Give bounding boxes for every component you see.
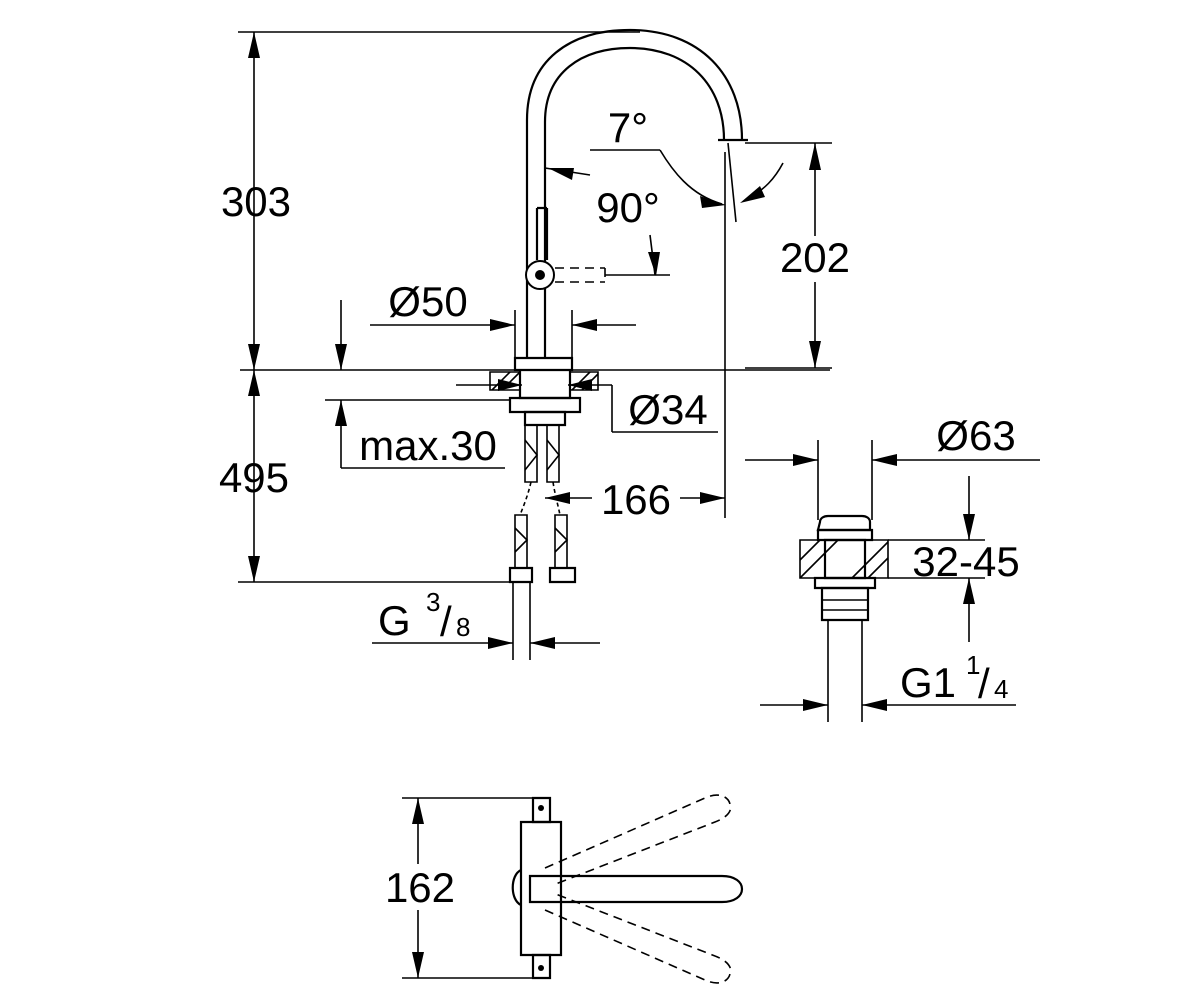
- dim-hose-length: 495: [219, 370, 515, 583]
- label-angle-lever: 90°: [596, 184, 660, 231]
- dim-reach: 166: [545, 152, 726, 523]
- dim-connection: G 3 / 8: [372, 587, 600, 649]
- faucet-top-view: [511, 794, 744, 984]
- label-shank-diameter: Ø34: [628, 386, 707, 433]
- label-waste-range: 32-45: [912, 538, 1019, 585]
- label-connection-den: 8: [456, 612, 470, 642]
- dim-spout-height: 202: [745, 142, 860, 369]
- waste-side-view: [799, 514, 889, 722]
- label-connection-main: G: [378, 597, 411, 644]
- label-total-height: 303: [221, 178, 291, 225]
- label-angle-spout: 7°: [608, 104, 648, 151]
- label-base-diameter: Ø50: [388, 278, 467, 325]
- label-reach: 166: [601, 476, 671, 523]
- dim-shank-diameter: Ø34: [456, 379, 718, 433]
- dim-waste-diameter: Ø63: [745, 412, 1040, 520]
- label-waste-thread-den: 4: [994, 674, 1008, 704]
- label-spout-height: 202: [780, 234, 850, 281]
- dim-waste-thread: G1 1 / 4: [760, 650, 1016, 711]
- dim-waste-range: 32-45: [888, 476, 1020, 642]
- label-waste-thread-main: G1: [900, 659, 956, 706]
- dim-total-height: 303: [221, 31, 640, 370]
- dim-lever-swing: 162: [380, 797, 533, 979]
- label-connection-num: 3: [426, 587, 440, 617]
- dim-max-deck: max.30: [325, 300, 510, 469]
- dim-base-diameter: Ø50: [370, 278, 636, 358]
- label-lever-swing: 162: [385, 864, 455, 911]
- label-waste-thread-num: 1: [966, 650, 980, 680]
- label-connection-slash: /: [440, 598, 452, 645]
- label-waste-thread-slash: /: [978, 660, 990, 707]
- label-waste-diameter: Ø63: [936, 412, 1015, 459]
- dim-angle-lever: 90°: [544, 167, 670, 276]
- dim-angle-spout: 7°: [590, 104, 784, 223]
- label-hose-length: 495: [219, 454, 289, 501]
- label-max-deck: max.30: [359, 422, 497, 469]
- faucet-side-view: [240, 28, 830, 660]
